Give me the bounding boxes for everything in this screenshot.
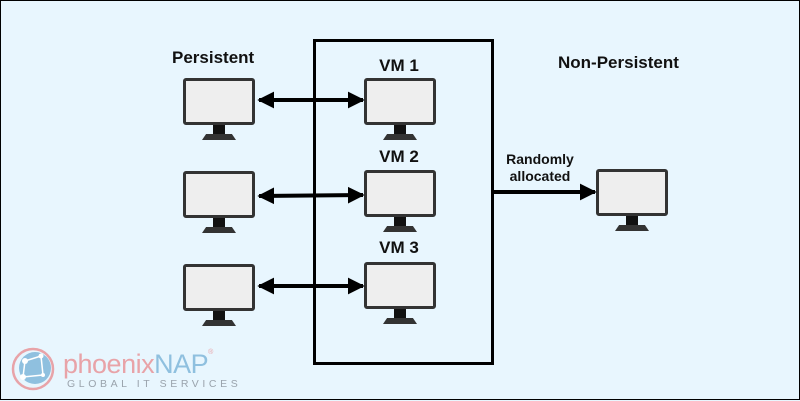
- vm-monitor-icon: [364, 78, 436, 142]
- persistent-heading: Persistent: [172, 48, 255, 67]
- randomly-allocated-line2: allocated: [509, 168, 571, 184]
- globe-network-icon: [11, 347, 55, 391]
- vm-3-label: VM 3: [379, 238, 419, 257]
- non-persistent-client-monitor-icon: [596, 169, 668, 233]
- logo-wordmark: phoenixNAP®: [63, 349, 213, 379]
- persistent-client-monitor-icon: [183, 264, 255, 328]
- vm-1-label: VM 1: [379, 56, 419, 75]
- vm-monitor-icon: [364, 170, 436, 234]
- phoenixnap-logo: phoenixNAP® GLOBAL IT SERVICES: [9, 347, 269, 391]
- persistent-client-monitor-icon: [183, 78, 255, 142]
- logo-tagline: GLOBAL IT SERVICES: [67, 378, 242, 390]
- vm-2-label: VM 2: [379, 147, 419, 166]
- vm-monitor-icon: [364, 262, 436, 326]
- arrow-vm2-link: [257, 186, 365, 205]
- persistent-client-monitor-icon: [183, 171, 255, 235]
- randomly-allocated-label: Randomly allocated: [506, 151, 574, 185]
- non-persistent-heading: Non-Persistent: [558, 53, 679, 72]
- randomly-allocated-line1: Randomly: [506, 151, 574, 167]
